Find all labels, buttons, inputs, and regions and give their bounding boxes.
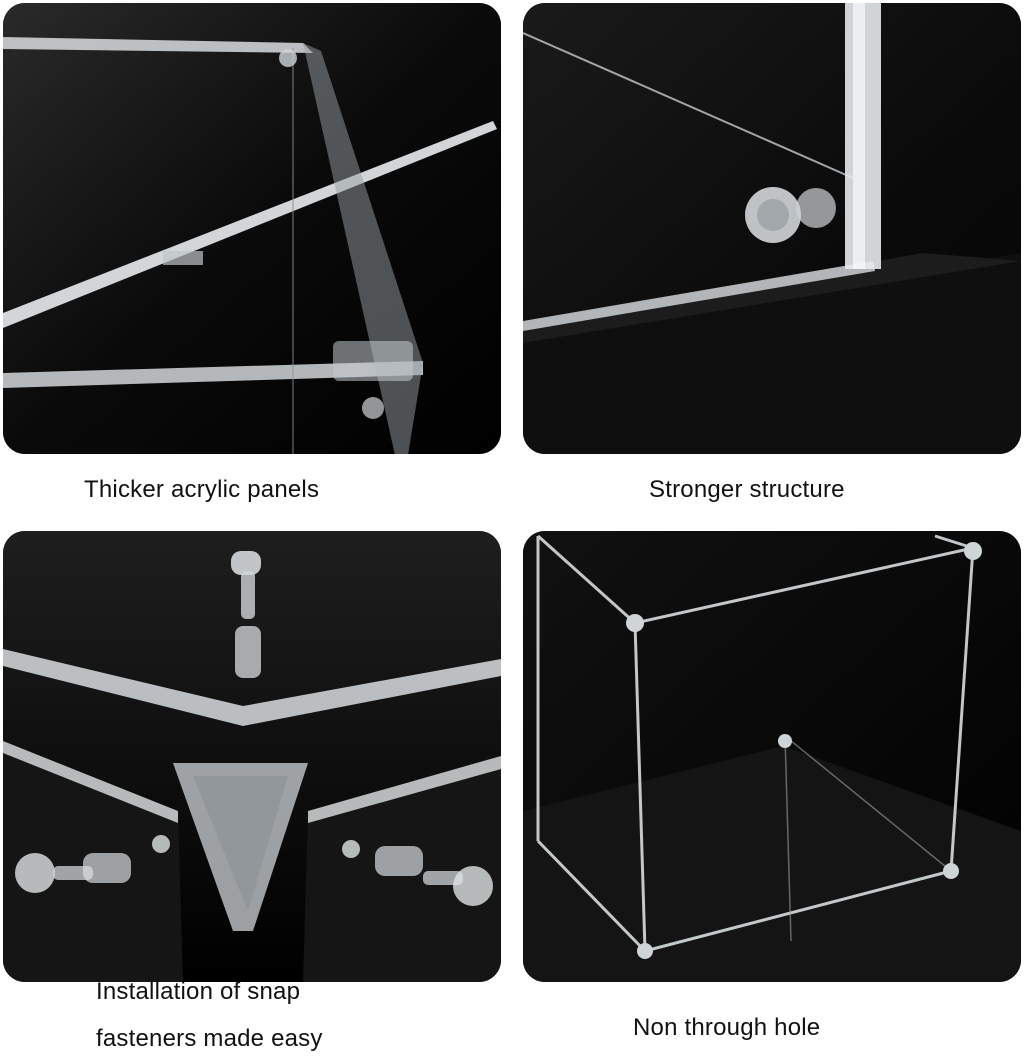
caption-thicker-acrylic-panels: Thicker acrylic panels — [84, 476, 320, 503]
caption-snap-fasteners-line1: Installation of snap — [96, 978, 301, 1005]
exploded-fastener-illustration — [3, 531, 501, 982]
acrylic-panel-closeup-illustration — [3, 3, 501, 454]
caption-stronger-structure: Stronger structure — [649, 476, 845, 503]
photo-snap-fastener-installation — [3, 531, 501, 982]
photo-non-through-hole-cube — [523, 531, 1021, 982]
acrylic-cube-illustration — [523, 531, 1021, 982]
caption-non-through-hole: Non through hole — [633, 1014, 821, 1041]
photo-thicker-acrylic-panels — [3, 3, 501, 454]
photo-stronger-structure — [523, 3, 1021, 454]
caption-snap-fasteners-line2: fasteners made easy — [96, 1025, 323, 1052]
corner-joint-illustration — [523, 3, 1021, 454]
